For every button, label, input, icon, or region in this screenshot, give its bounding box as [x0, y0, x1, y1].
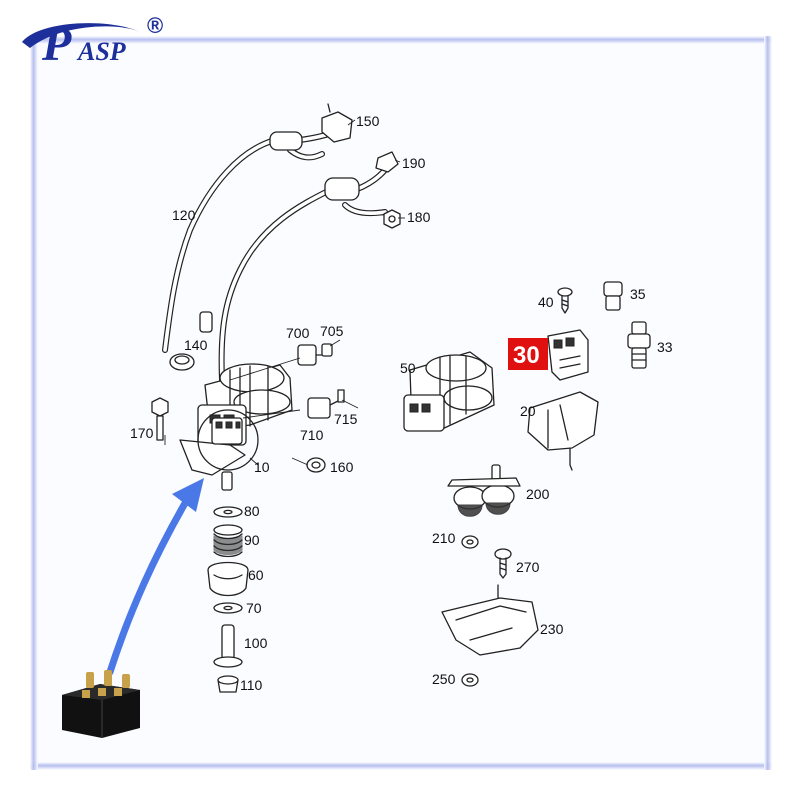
- label-100: 100: [244, 635, 268, 651]
- pointer-arrow: [106, 478, 204, 676]
- part-number-labels: 150 190 180 120 140 700 705 715 710 170 …: [130, 113, 673, 693]
- label-35: 35: [630, 286, 646, 302]
- label-180: 180: [407, 209, 431, 225]
- part-700-mount: [297, 344, 325, 366]
- label-190: 190: [402, 155, 426, 171]
- hose-lines: [162, 125, 388, 383]
- part-33-fitting: [627, 321, 651, 369]
- valve-block-photo: [62, 670, 140, 738]
- part-80-washer: [213, 506, 243, 518]
- part-50-compressor: [403, 351, 495, 432]
- label-50: 50: [400, 360, 416, 376]
- part-110-cap: [217, 675, 239, 693]
- registered-mark: ®: [147, 13, 163, 38]
- part-180-nut: [383, 209, 401, 229]
- part-190-clip: [375, 151, 399, 173]
- valve-block-callout-circle: [197, 409, 259, 471]
- logo-letter-p: P: [41, 18, 72, 71]
- highlight-label-box: [508, 338, 548, 370]
- part-170-bolt: [151, 397, 169, 441]
- logo-text: ASP: [76, 37, 127, 66]
- label-170: 170: [130, 425, 154, 441]
- label-160: 160: [330, 459, 354, 475]
- label-60: 60: [248, 567, 264, 583]
- label-700: 700: [286, 325, 310, 341]
- part-210-nut: [461, 535, 479, 549]
- label-80: 80: [244, 503, 260, 519]
- part-250-nut: [461, 673, 479, 687]
- label-150: 150: [356, 113, 380, 129]
- part-40-screw: [557, 287, 573, 314]
- part-35-fitting: [603, 281, 623, 311]
- compressor-assembly-left: [179, 363, 293, 476]
- label-110: 110: [240, 677, 263, 693]
- part-715-mount: [307, 389, 345, 419]
- label-10: 10: [254, 459, 270, 475]
- part-stack-left: [207, 471, 249, 693]
- label-230: 230: [540, 621, 564, 637]
- part-270-screw: [494, 548, 512, 579]
- label-210: 210: [432, 530, 456, 546]
- part-100-pin: [213, 624, 243, 668]
- label-140: 140: [184, 337, 208, 353]
- part-160-nut: [306, 457, 326, 473]
- part-140-clamp: [169, 353, 195, 371]
- part-60-rubber-mount: [207, 561, 249, 597]
- part-90-spring: [213, 524, 243, 558]
- label-90: 90: [244, 532, 260, 548]
- label-20: 20: [520, 403, 536, 419]
- part-230-tray: [441, 584, 539, 656]
- part-30-valve-block: [547, 329, 589, 381]
- highlight-label: 30: [513, 342, 540, 369]
- leader-lines: [164, 119, 405, 466]
- part-150-clip: [321, 103, 353, 143]
- label-70: 70: [246, 600, 262, 616]
- label-200: 200: [526, 486, 550, 502]
- label-33: 33: [657, 339, 673, 355]
- label-250: 250: [432, 671, 456, 687]
- label-705: 705: [320, 323, 344, 339]
- part-200-solenoid: [447, 464, 521, 517]
- part-20-bracket: [527, 391, 599, 471]
- pasp-logo: P ASP ®: [22, 13, 163, 71]
- label-120: 120: [172, 207, 196, 223]
- part-705-clip: [321, 343, 333, 357]
- label-40: 40: [538, 294, 554, 310]
- label-270: 270: [516, 559, 540, 575]
- label-715: 715: [334, 411, 358, 427]
- label-710: 710: [300, 427, 324, 443]
